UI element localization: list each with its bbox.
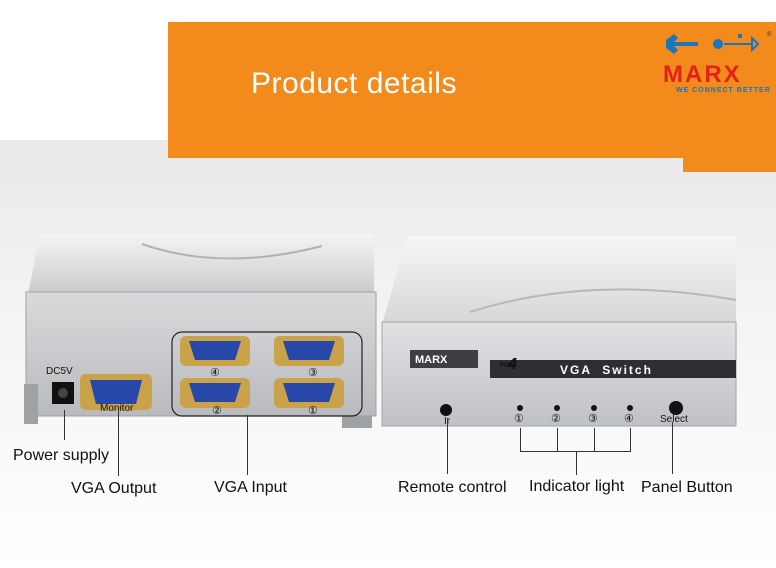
callout-vga-input: VGA Input <box>214 479 287 496</box>
callout-panel-button: Panel Button <box>641 479 733 496</box>
power-supply-leader <box>64 410 65 440</box>
vga-input-group <box>171 331 363 417</box>
ir-receiver <box>440 404 452 416</box>
indicator-leader-bar <box>520 451 631 452</box>
logo-text: MARX <box>663 61 742 88</box>
indicator-leader-1 <box>520 428 521 452</box>
callout-power-supply: Power supply <box>13 447 110 464</box>
callout-indicator-light: Indicator light <box>529 478 625 495</box>
banner-accent <box>683 158 776 172</box>
marx-logo: MARX ® <box>663 31 772 88</box>
input-port-4-label: ④ <box>210 367 220 379</box>
logo-tagline: WE CONNECT BETTER <box>676 87 771 94</box>
indicator-4-label: ④ <box>624 413 634 425</box>
panel-button-leader <box>672 422 673 474</box>
input-port-3-label: ③ <box>308 367 318 379</box>
brand-label: MARX <box>415 354 448 366</box>
vga-switch-rear-view <box>24 234 377 428</box>
indicator-leader-stem <box>576 451 577 475</box>
monitor-port-label: Monitor <box>100 403 134 414</box>
port-word: PORT <box>500 363 517 369</box>
indicator-3-label: ③ <box>588 413 598 425</box>
input-port-1-label: ① <box>308 405 318 417</box>
brand-badge <box>410 350 478 368</box>
vga-switch-front-view <box>381 236 737 427</box>
indicator-leader-3 <box>594 428 595 452</box>
vga-output-leader <box>118 410 119 476</box>
indicator-leds <box>517 405 633 411</box>
indicator-2-label: ② <box>551 413 561 425</box>
port-count: 4 <box>508 356 517 373</box>
model-label: VGA Switch <box>560 363 653 377</box>
remote-control-leader <box>447 418 448 474</box>
callout-vga-output: VGA Output <box>71 480 157 497</box>
input-port-2-label: ② <box>212 405 222 417</box>
vga-input-leader <box>247 415 248 475</box>
indicator-1-label: ① <box>514 413 524 425</box>
indicator-leader-4 <box>630 428 631 452</box>
vga-input-ports <box>180 336 344 408</box>
select-button <box>669 401 683 415</box>
callout-remote-control: Remote control <box>398 479 507 496</box>
page-title: Product details <box>251 67 457 100</box>
select-label: Select <box>660 414 688 425</box>
dc5v-label: DC5V <box>46 366 73 377</box>
indicator-leader-2 <box>557 428 558 452</box>
svg-text:®: ® <box>767 31 772 38</box>
